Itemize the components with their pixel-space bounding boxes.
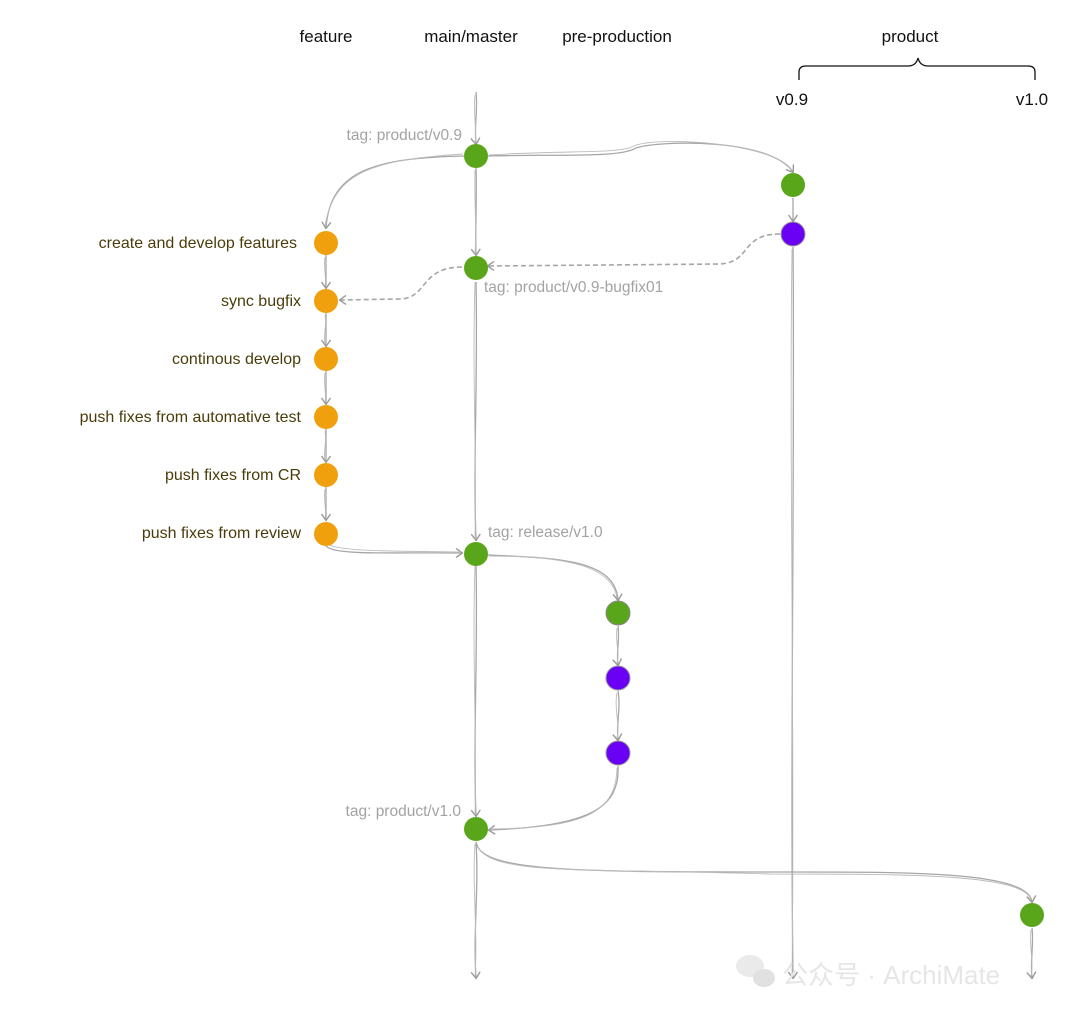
tag-release-v1.0: tag: release/v1.0: [488, 524, 603, 541]
header-main-master: main/master: [424, 27, 518, 46]
header-product: product: [882, 27, 939, 46]
commit-feature-5: [314, 463, 338, 487]
commit-feature-3: [314, 347, 338, 371]
feature-step-label: continous develop: [172, 351, 301, 368]
wechat-icon: [736, 955, 775, 987]
commit-product-v0.9: [781, 173, 805, 197]
commit-product-v0.9-bugfix: [780, 221, 806, 247]
header-product-v0.9: v0.9: [776, 90, 808, 109]
feature-step-label: push fixes from CR: [165, 467, 301, 484]
tag-product-v1.0: tag: product/v1.0: [346, 803, 462, 820]
commit-main-bugfix01: [464, 256, 488, 280]
commit-feature-1: [314, 231, 338, 255]
commit-main-release-v1.0: [464, 542, 488, 566]
commit-preprod-1: [605, 600, 631, 626]
watermark: 公众号 · ArchiMate: [736, 955, 1000, 990]
watermark-text: 公众号 · ArchiMate: [782, 960, 1000, 990]
commit-main-product-v0.9: [464, 144, 488, 168]
commit-feature-4: [314, 405, 338, 429]
commit-preprod-3: [605, 740, 631, 766]
feature-step-label: push fixes from review: [142, 525, 302, 542]
commit-main-product-v1.0: [464, 817, 488, 841]
feature-step-label: sync bugfix: [221, 293, 301, 310]
commit-feature-2: [314, 289, 338, 313]
product-v0.9-edges: [338, 141, 799, 980]
main-branch-edges: [470, 91, 481, 980]
tag-product-v0.9-bugfix01: tag: product/v0.9-bugfix01: [484, 279, 663, 296]
header-feature: feature: [300, 27, 353, 46]
product-v1.0-edges: [475, 841, 1037, 980]
header-product-v1.0: v1.0: [1016, 90, 1048, 109]
product-brace: [798, 57, 1036, 80]
commit-feature-6: [314, 522, 338, 546]
feature-step-label: push fixes from automative test: [80, 409, 302, 426]
commit-product-v1.0: [1020, 903, 1044, 927]
feature-branch-edges: [320, 153, 465, 558]
commit-nodes: [314, 144, 1044, 927]
tag-product-v0.9: tag: product/v0.9: [347, 127, 462, 144]
feature-step-label: create and develop features: [99, 235, 297, 252]
commit-preprod-2: [605, 665, 631, 691]
header-pre-production: pre-production: [562, 27, 672, 46]
pre-production-edges: [487, 554, 623, 835]
